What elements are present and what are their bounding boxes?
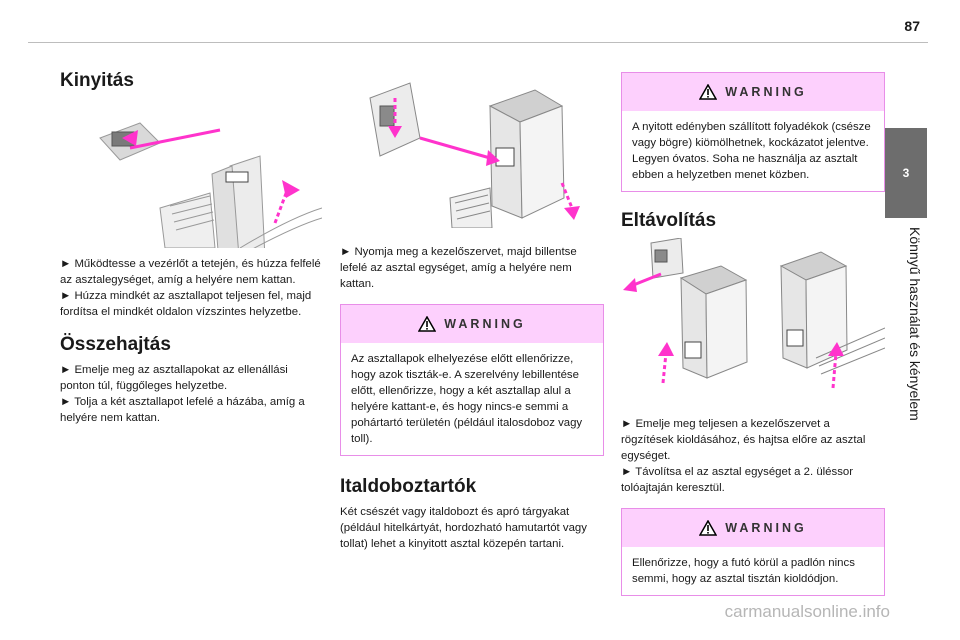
section-heading-folding: Összehajtás [60, 334, 171, 355]
step-text: ► Húzza mindkét az asztallapot teljesen … [60, 290, 312, 318]
warning-header: WARNING [341, 305, 603, 343]
warning-text: A nyitott edényben szállított folyadékok… [632, 121, 871, 181]
section-heading-removal: Eltávolítás [621, 210, 717, 231]
warning-box: WARNING Az asztallapok elhelyezése előtt… [340, 304, 604, 456]
body-text: Két csészét vagy italdobozt és apró tárg… [340, 506, 587, 550]
warning-header: WARNING [622, 73, 884, 111]
warning-label: WARNING [725, 521, 807, 535]
warning-triangle-icon [699, 84, 718, 100]
warning-label: WARNING [725, 85, 807, 99]
section-heading-drink-holders: Italdoboztartók [340, 476, 477, 497]
warning-triangle-icon [699, 520, 718, 536]
warning-label: WARNING [444, 317, 526, 331]
warning-header: WARNING [622, 509, 884, 547]
column-3: WARNING A nyitott edényben szállított fo… [621, 72, 885, 596]
step-text: ► Távolítsa el az asztal egységet a 2. ü… [621, 466, 854, 494]
step-text: ► Működtesse a vezérlőt a tetején, és hú… [60, 258, 321, 286]
illustration-tilt-down [369, 82, 580, 228]
chapter-tab[interactable]: 3 [885, 128, 927, 218]
watermark: carmanualsonline.info [724, 602, 890, 621]
warning-text: Ellenőrizze, hogy a futó körül a padlón … [632, 557, 855, 585]
column-1: Kinyitás ► Működtesse a vezérlőt a tetej… [60, 70, 322, 426]
illustration-removal [623, 238, 885, 389]
section-heading-opening: Kinyitás [60, 70, 134, 91]
warning-box: WARNING A nyitott edényben szállított fo… [621, 72, 885, 192]
step-text: ► Emelje meg teljesen a kezelőszervet a … [621, 418, 866, 462]
step-text: ► Nyomja meg a kezelőszervet, majd bille… [340, 246, 577, 290]
page-number: 87 [904, 18, 920, 34]
step-text: ► Emelje meg az asztallapokat az ellenál… [60, 364, 288, 392]
column-2: ► Nyomja meg a kezelőszervet, majd bille… [340, 78, 604, 552]
header-rule [28, 42, 928, 43]
illustration-opening [99, 122, 322, 248]
warning-triangle-icon [418, 316, 437, 332]
chapter-title: Könnyű használat és kényelem [907, 227, 923, 421]
warning-box: WARNING Ellenőrizze, hogy a futó körül a… [621, 508, 885, 596]
step-text: ► Tolja a két asztallapot lefelé a házáb… [60, 396, 305, 424]
warning-text: Az asztallapok elhelyezése előtt ellenőr… [351, 353, 583, 445]
